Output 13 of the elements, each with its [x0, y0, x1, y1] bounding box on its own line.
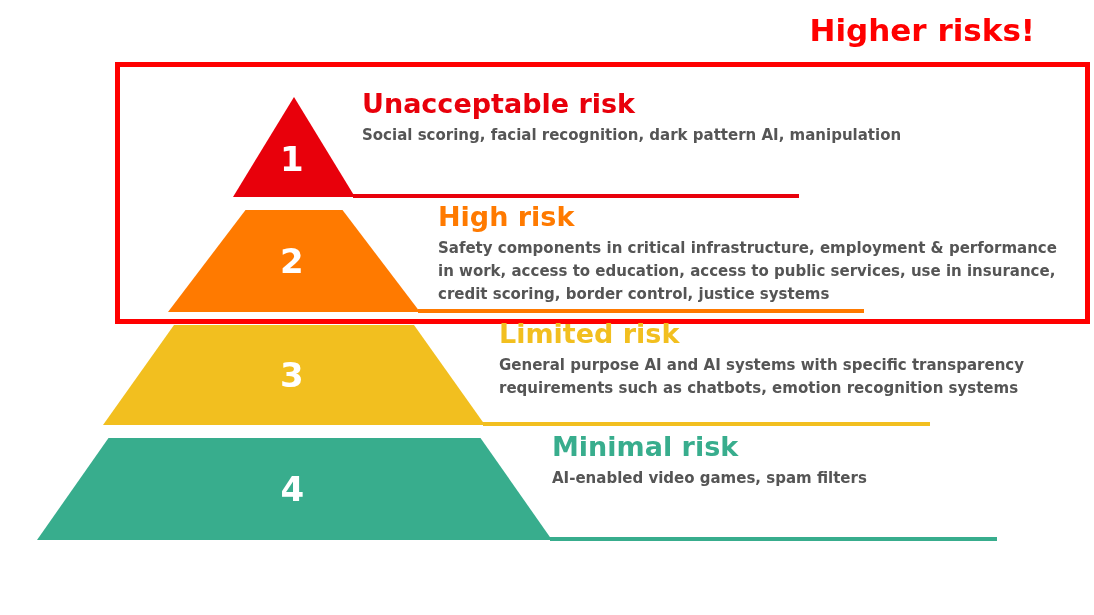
tier-description: General purpose AI and AI systems with specific transparency requirements such as chatbots, emotion recognition systems — [499, 355, 1025, 399]
tier-heading: Minimal risk — [552, 431, 739, 462]
callout-heading: Higher risks! — [809, 12, 1035, 48]
tier-description: AI-enabled video games, spam filters — [552, 468, 868, 489]
tier-number: 1 — [280, 139, 304, 179]
tier-heading: Unacceptable risk — [362, 88, 636, 119]
tier-heading: High risk — [438, 201, 575, 232]
tier-number: 2 — [280, 241, 304, 281]
tier-number: 3 — [280, 355, 304, 395]
tier-description: Social scoring, facial recognition, dark pattern AI, manipulation — [362, 125, 903, 146]
tier-number: 4 — [280, 469, 305, 509]
tier-description: Safety components in critical infrastructure, employment & performance in work, access to education, access to public services, use in insurance, credit scoring, border control, justice systems — [438, 238, 1058, 305]
tier-heading: Limited risk — [499, 318, 680, 349]
